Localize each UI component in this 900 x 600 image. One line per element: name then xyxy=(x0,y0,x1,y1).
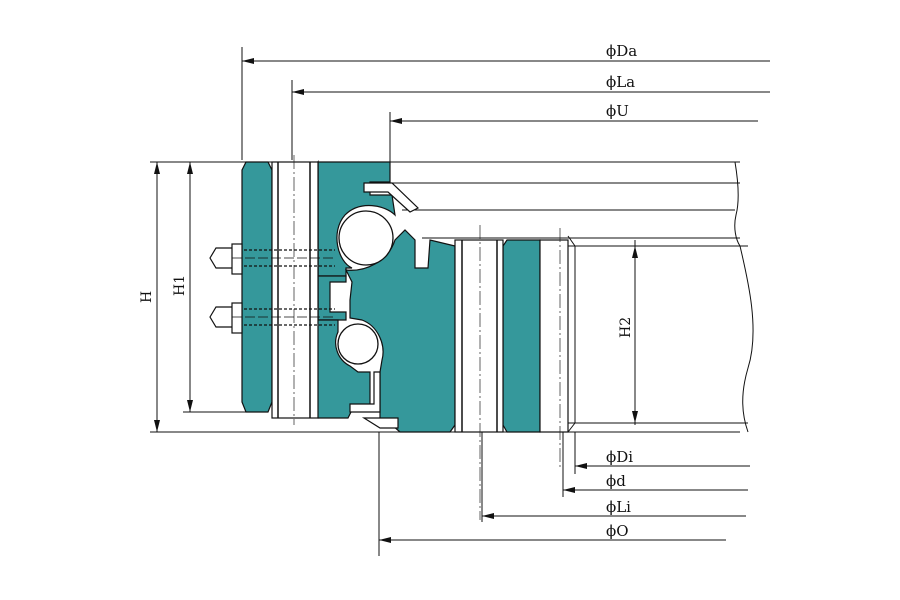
label-la: ϕLa xyxy=(606,73,635,91)
la-arrow xyxy=(292,89,304,95)
lower-bolt xyxy=(209,302,335,334)
height-dimensions xyxy=(150,161,638,433)
top-dimension-lines xyxy=(241,47,770,162)
label-da: ϕDa xyxy=(606,42,637,60)
gear-zone xyxy=(539,228,569,470)
break-line xyxy=(734,161,754,433)
label-d: ϕd xyxy=(606,472,626,490)
inner-ring-section xyxy=(344,229,541,433)
u-arrow xyxy=(390,118,402,124)
upper-ball xyxy=(338,210,394,266)
outer-bolt-hole xyxy=(271,155,319,425)
da-arrow xyxy=(242,58,254,64)
label-h2: H2 xyxy=(618,317,634,338)
inner-bolt-hole xyxy=(454,225,504,520)
label-di: ϕDi xyxy=(606,448,633,466)
label-o: ϕO xyxy=(606,522,629,540)
label-li: ϕLi xyxy=(606,498,631,516)
seals xyxy=(349,182,420,429)
label-u: ϕU xyxy=(606,102,629,120)
upper-bolt xyxy=(209,243,335,275)
bottom-dimension-lines xyxy=(378,432,750,556)
label-h1: H1 xyxy=(172,275,188,296)
label-h: H xyxy=(139,291,155,303)
lower-ball xyxy=(337,323,379,365)
